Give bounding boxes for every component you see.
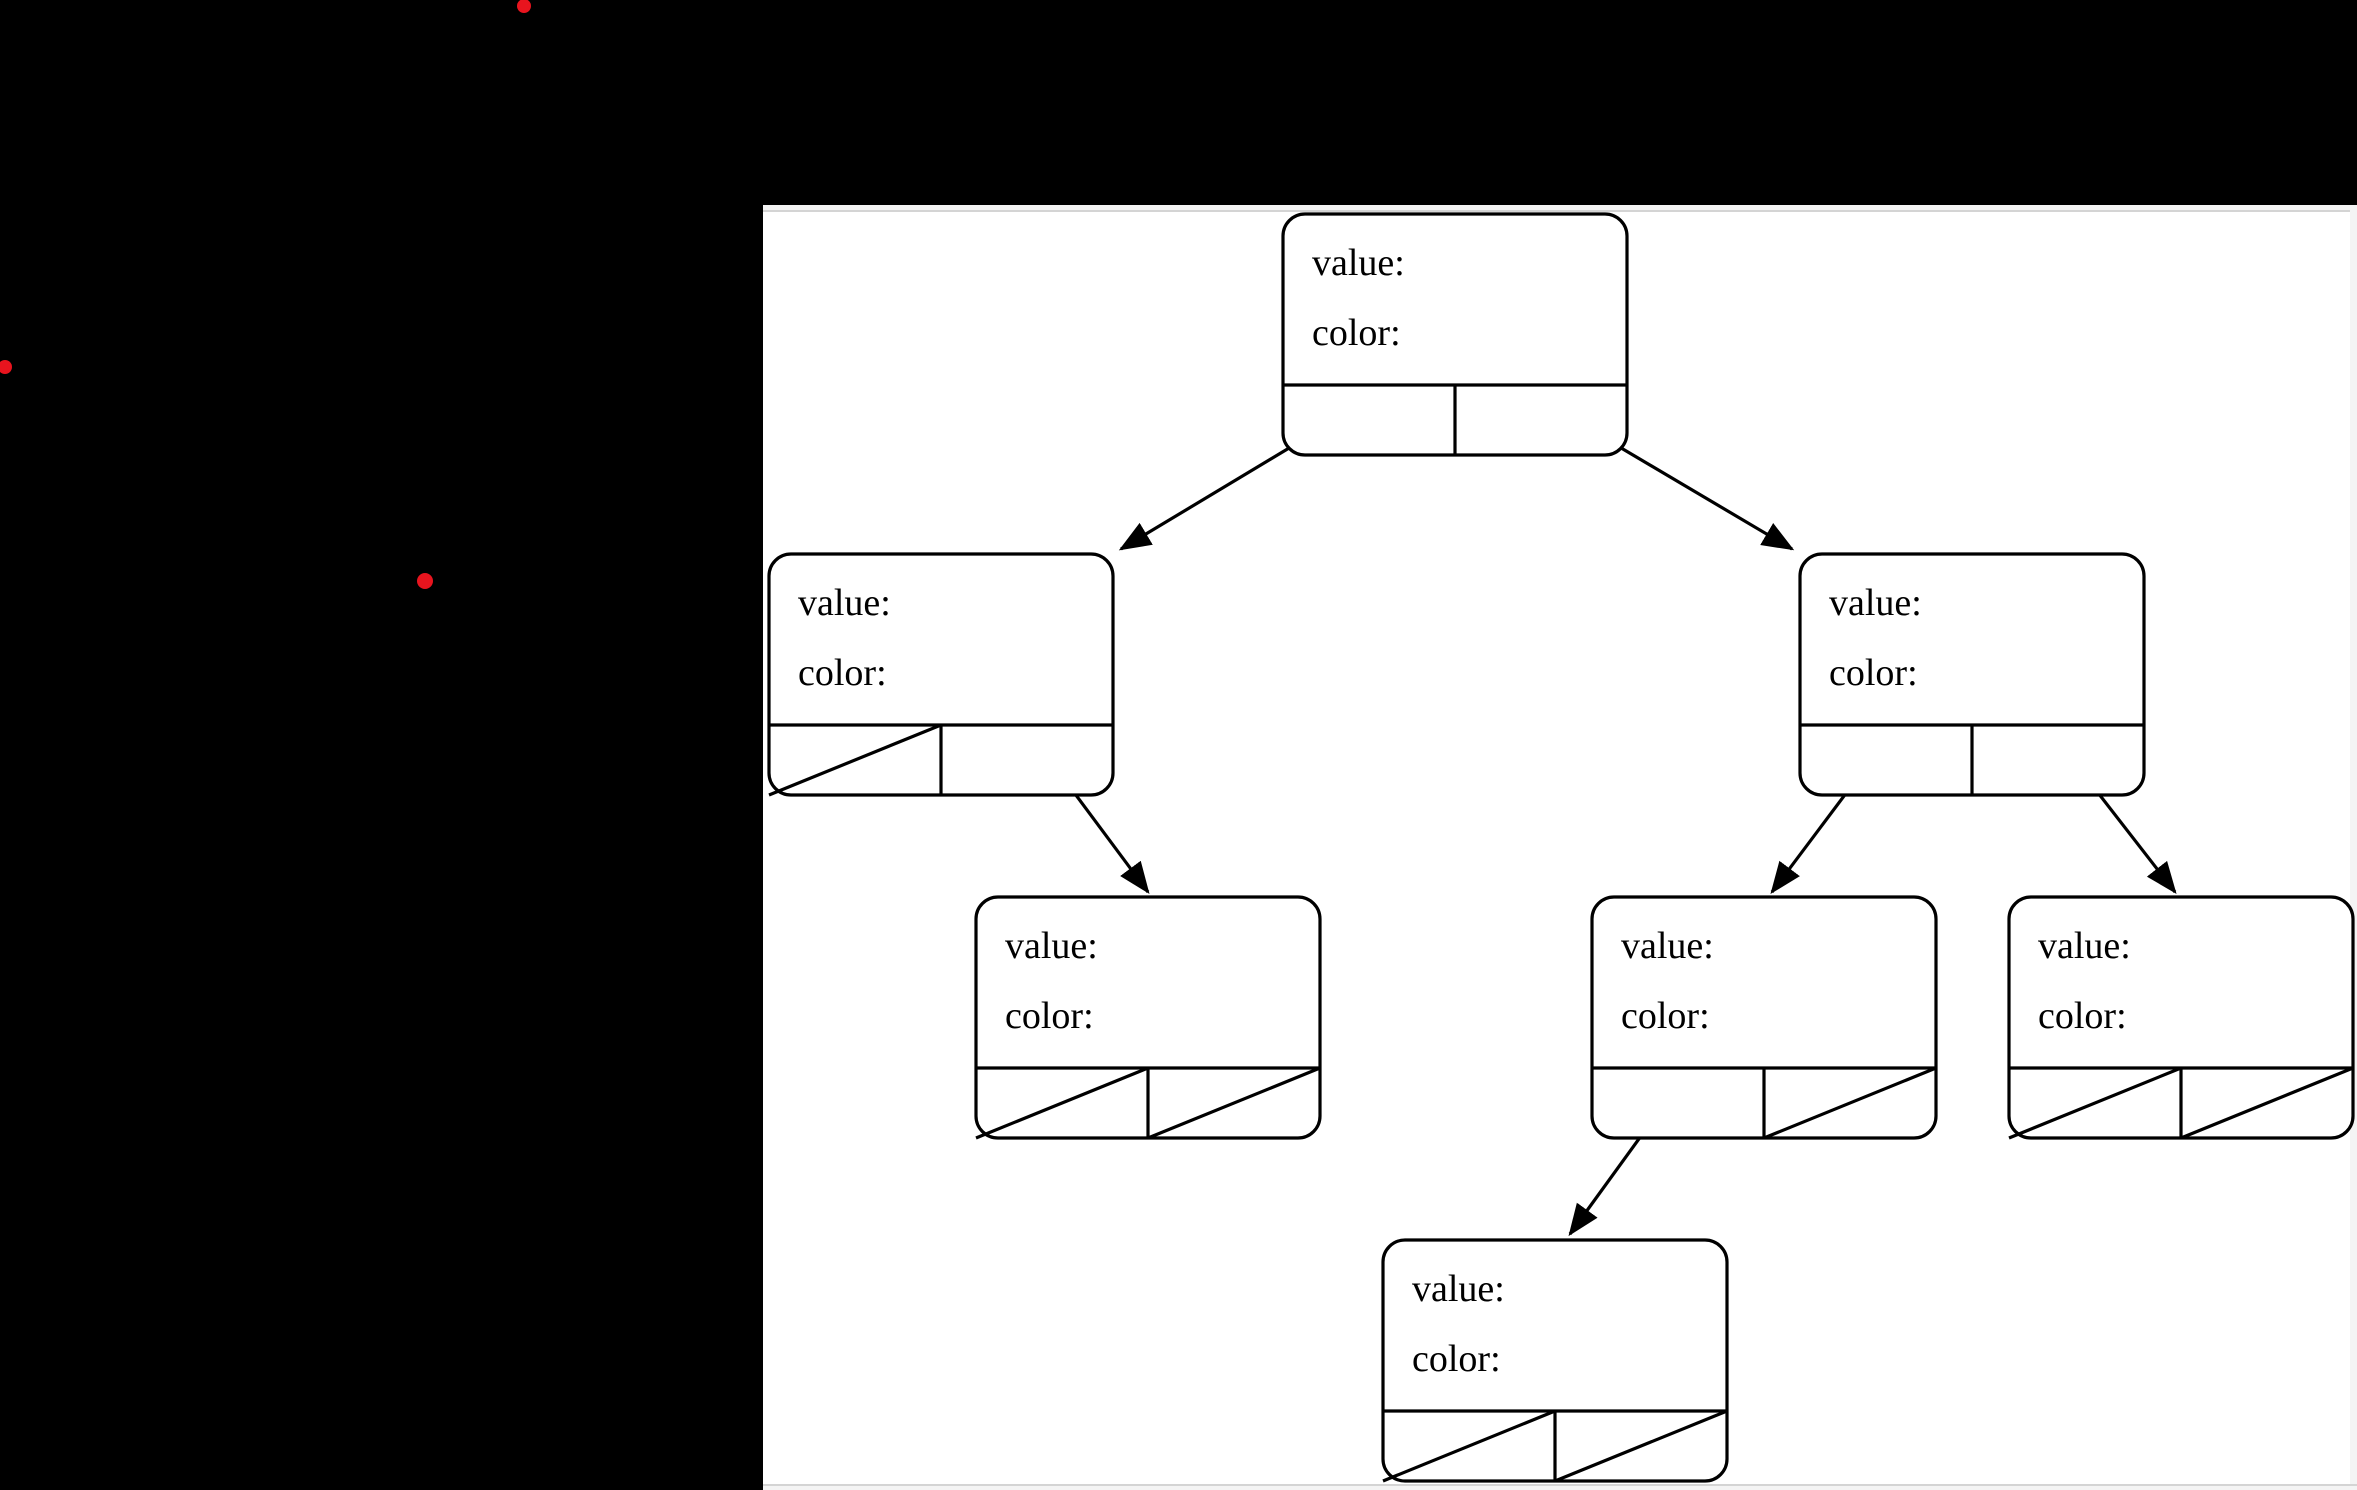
node-value-label: value: — [1412, 1268, 1505, 1310]
node-color-label: color: — [1412, 1338, 1501, 1380]
node-color-label: color: — [1829, 652, 1918, 694]
node-right-null-slash — [1554, 1409, 1728, 1483]
node-value-label: value: — [798, 582, 891, 624]
node-right-null-slash — [1763, 1066, 1937, 1140]
panel-right-scrollbar[interactable] — [2350, 205, 2357, 1490]
node-left-null-slash — [768, 723, 942, 797]
node-color-label: color: — [2038, 995, 2127, 1037]
node-value-label: value: — [1621, 925, 1714, 967]
panel-bottom-rule — [763, 1484, 2357, 1486]
panel-top-rule — [763, 210, 2357, 212]
tree-node-right-left[interactable]: value: color: — [1590, 895, 1938, 1140]
tree-node-left-right[interactable]: value: color: — [974, 895, 1322, 1140]
node-color-label: color: — [1312, 312, 1401, 354]
node-left-null-slash — [2008, 1066, 2182, 1140]
tree-node-right-right[interactable]: value: color: — [2007, 895, 2355, 1140]
node-left-null-slash — [1382, 1409, 1556, 1483]
marker-dot-left — [0, 360, 12, 374]
marker-dot-top — [517, 0, 531, 13]
node-left-null-slash — [975, 1066, 1149, 1140]
tree-node-left[interactable]: value: color: — [767, 552, 1115, 797]
node-value-label: value: — [1312, 242, 1405, 284]
tree-diagram-svg: value: color: value: color: value: color… — [767, 212, 2355, 1483]
node-value-label: value: — [1005, 925, 1098, 967]
node-right-null-slash — [2180, 1066, 2354, 1140]
node-color-label: color: — [798, 652, 887, 694]
node-right-null-slash — [1147, 1066, 1321, 1140]
tree-node-deep[interactable]: value: color: — [1381, 1238, 1729, 1483]
node-value-label: value: — [1829, 582, 1922, 624]
node-value-label: value: — [2038, 925, 2131, 967]
panel-bottom-strip — [763, 1486, 2357, 1490]
panel-top-strip — [763, 205, 2357, 210]
node-color-label: color: — [1621, 995, 1710, 1037]
node-color-label: color: — [1005, 995, 1094, 1037]
tree-node-root[interactable]: value: color: — [1281, 212, 1629, 457]
tree-node-right[interactable]: value: color: — [1798, 552, 2146, 797]
diagram-panel[interactable]: value: color: value: color: value: color… — [763, 205, 2357, 1490]
marker-dot-middle — [417, 573, 433, 589]
